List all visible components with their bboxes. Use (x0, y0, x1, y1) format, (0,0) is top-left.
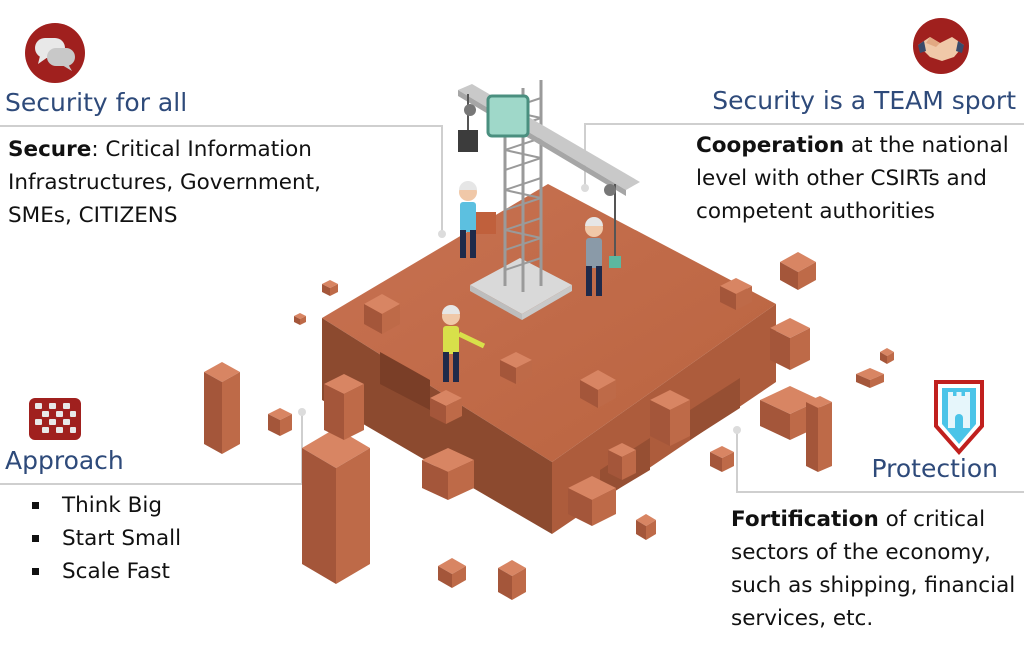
security-for-all-text: Secure: Critical Information Infrastruct… (8, 133, 348, 232)
handshake-icon (912, 17, 970, 75)
approach-heading: Approach (5, 446, 124, 475)
worker-figure (459, 181, 496, 258)
secure-rest: : Critical Information Infrastructures, … (8, 137, 321, 228)
worker-figure (585, 217, 603, 296)
crane-jib (458, 84, 640, 268)
fortification-rest: of critical sectors of the economy, such… (731, 507, 1016, 631)
security-for-all-heading: Security for all (5, 88, 188, 117)
approach-list: Think Big Start Small Scale Fast (28, 489, 268, 588)
protection-text: Fortification of critical sectors of the… (731, 503, 1021, 635)
checkerboard-icon (29, 398, 81, 440)
worker-figure (442, 305, 486, 382)
cooperation-bold: Cooperation (696, 133, 845, 158)
cooperation-rest: at the national level with other CSIRTs … (696, 133, 1009, 224)
castle-shield-icon (932, 378, 986, 456)
protection-heading: Protection (871, 454, 998, 483)
list-item: Think Big (28, 489, 268, 522)
secure-bold: Secure (8, 137, 92, 162)
pillar-blocks (204, 362, 370, 584)
tower-base (470, 258, 572, 314)
team-sport-heading: Security is a TEAM sport (712, 86, 1016, 115)
list-item: Scale Fast (28, 555, 268, 588)
fortification-bold: Fortification (731, 507, 879, 532)
list-item: Start Small (28, 522, 268, 555)
speech-bubbles-icon (24, 22, 86, 84)
small-blocks (268, 252, 894, 600)
main-platform (322, 184, 776, 534)
team-sport-text: Cooperation at the national level with o… (696, 129, 1014, 228)
